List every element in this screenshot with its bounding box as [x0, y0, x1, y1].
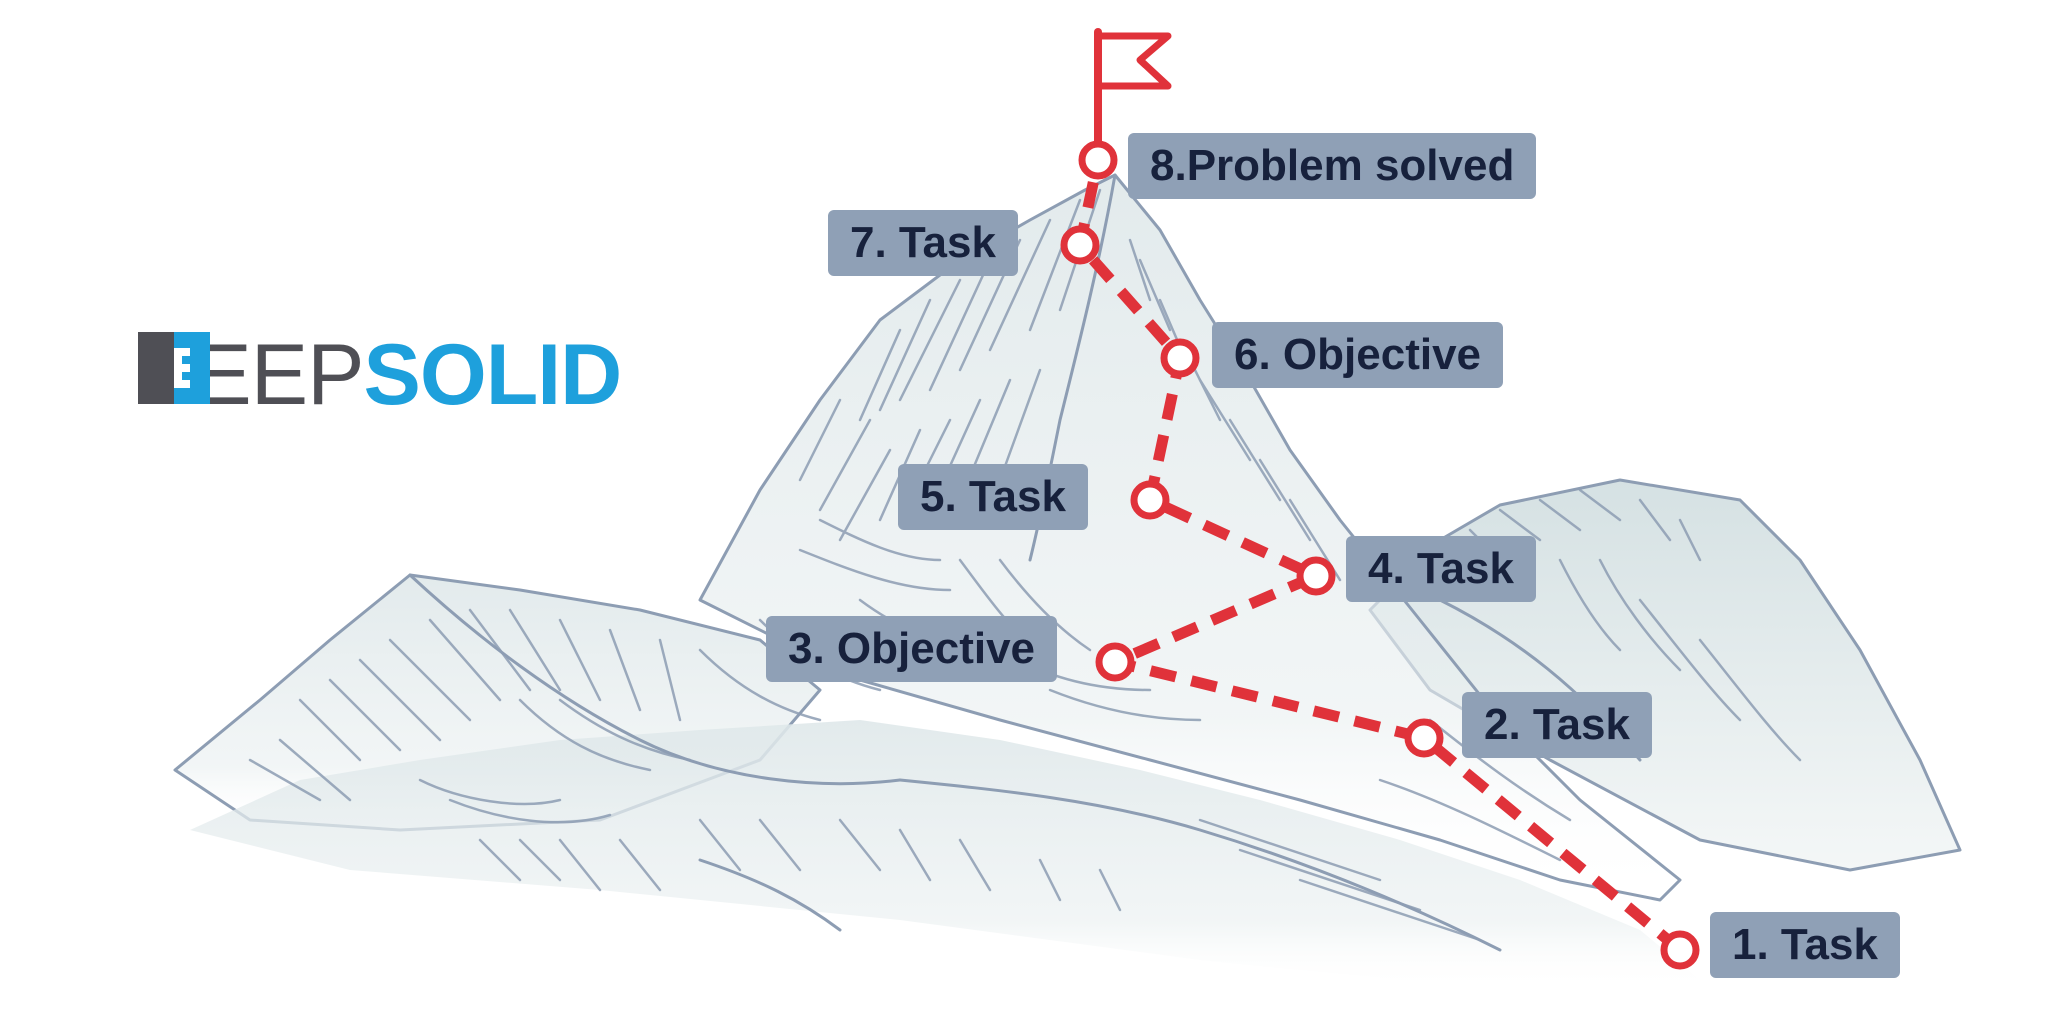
step-label-1: 1. Task	[1710, 912, 1900, 978]
hatching	[248, 188, 1802, 942]
step-label-3: 3. Objective	[766, 616, 1058, 682]
waypoint-circle-icon	[1095, 642, 1135, 682]
keepsolid-logo: KEEPSOLID	[138, 332, 622, 418]
waypoint-circle-icon	[1404, 718, 1444, 758]
logo-word-solid: SOLID	[363, 327, 622, 423]
keepsolid-logo-icon	[138, 332, 210, 404]
route-path	[1074, 158, 1684, 955]
step-label-7: 7. Task	[828, 210, 1018, 276]
step-label-6: 6. Objective	[1212, 322, 1504, 388]
foreground-base	[190, 720, 1700, 990]
step-label-2: 2. Task	[1462, 692, 1652, 758]
waypoints	[1060, 140, 1700, 970]
step-label-8: 8.Problem solved	[1128, 133, 1537, 199]
waypoint-circle-icon	[1660, 930, 1700, 970]
flag-icon	[1094, 28, 1172, 162]
logo-wordmark: KEEPSOLID	[138, 332, 622, 418]
waypoint-circle-icon	[1130, 480, 1170, 520]
waypoint-circle-icon	[1078, 140, 1118, 180]
step-label-5: 5. Task	[898, 464, 1088, 530]
waypoint-circle-icon	[1160, 338, 1200, 378]
waypoint-circle-icon	[1060, 225, 1100, 265]
step-label-4: 4. Task	[1346, 536, 1536, 602]
waypoint-circle-icon	[1296, 556, 1336, 596]
